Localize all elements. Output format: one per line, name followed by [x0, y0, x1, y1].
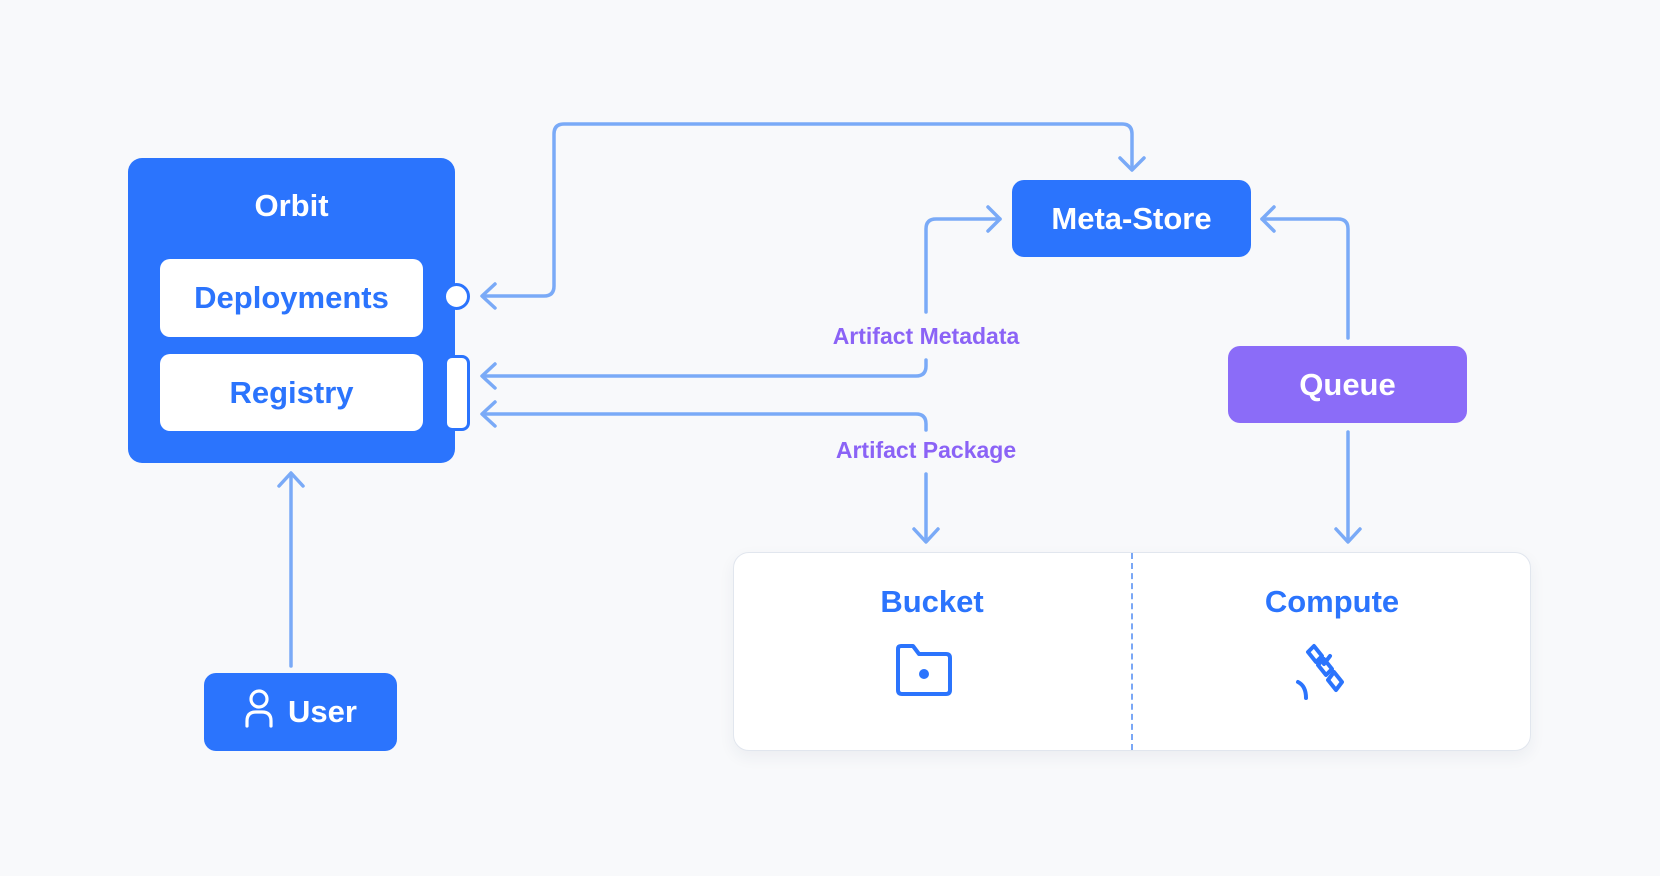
- artifact-package-label: Artifact Package: [796, 437, 1056, 464]
- folder-icon: [894, 643, 954, 702]
- deployments-node[interactable]: Deployments: [160, 259, 423, 337]
- arrowhead-registry-2: [480, 400, 497, 428]
- arrowhead-bucket: [912, 527, 940, 544]
- user-icon: [244, 688, 274, 736]
- arrowhead-metastore-left: [986, 205, 1002, 233]
- meta-store-node[interactable]: Meta-Store: [1012, 180, 1251, 257]
- registry-node[interactable]: Registry: [160, 354, 423, 431]
- arrowhead-metastore-top: [1118, 156, 1146, 172]
- arrowhead-registry-1: [480, 362, 497, 390]
- arrowhead-compute: [1334, 527, 1362, 544]
- compute-title: Compute: [1264, 584, 1400, 619]
- group-divider: [1131, 553, 1133, 750]
- edge-queue-metastore: [1260, 217, 1350, 340]
- arrowhead-orbit: [277, 471, 305, 488]
- user-node[interactable]: User: [204, 673, 397, 751]
- arrowhead-metastore-right: [1260, 205, 1276, 233]
- deployments-port: [443, 283, 470, 310]
- arrowhead-deployments: [480, 282, 497, 310]
- orbit-title: Orbit: [254, 188, 329, 223]
- artifact-metadata-label: Artifact Metadata: [796, 323, 1056, 350]
- registry-port: [444, 355, 470, 431]
- edge-artifact-package-upper: [481, 412, 928, 432]
- user-label: User: [288, 694, 357, 729]
- queue-node[interactable]: Queue: [1228, 346, 1467, 423]
- bucket-title: Bucket: [880, 584, 984, 619]
- edge-artifact-metadata-upper: [924, 217, 1002, 314]
- satellite-icon: [1294, 642, 1354, 707]
- edge-artifact-metadata-lower: [481, 358, 928, 378]
- edge-metastore-deployments: [481, 122, 1134, 298]
